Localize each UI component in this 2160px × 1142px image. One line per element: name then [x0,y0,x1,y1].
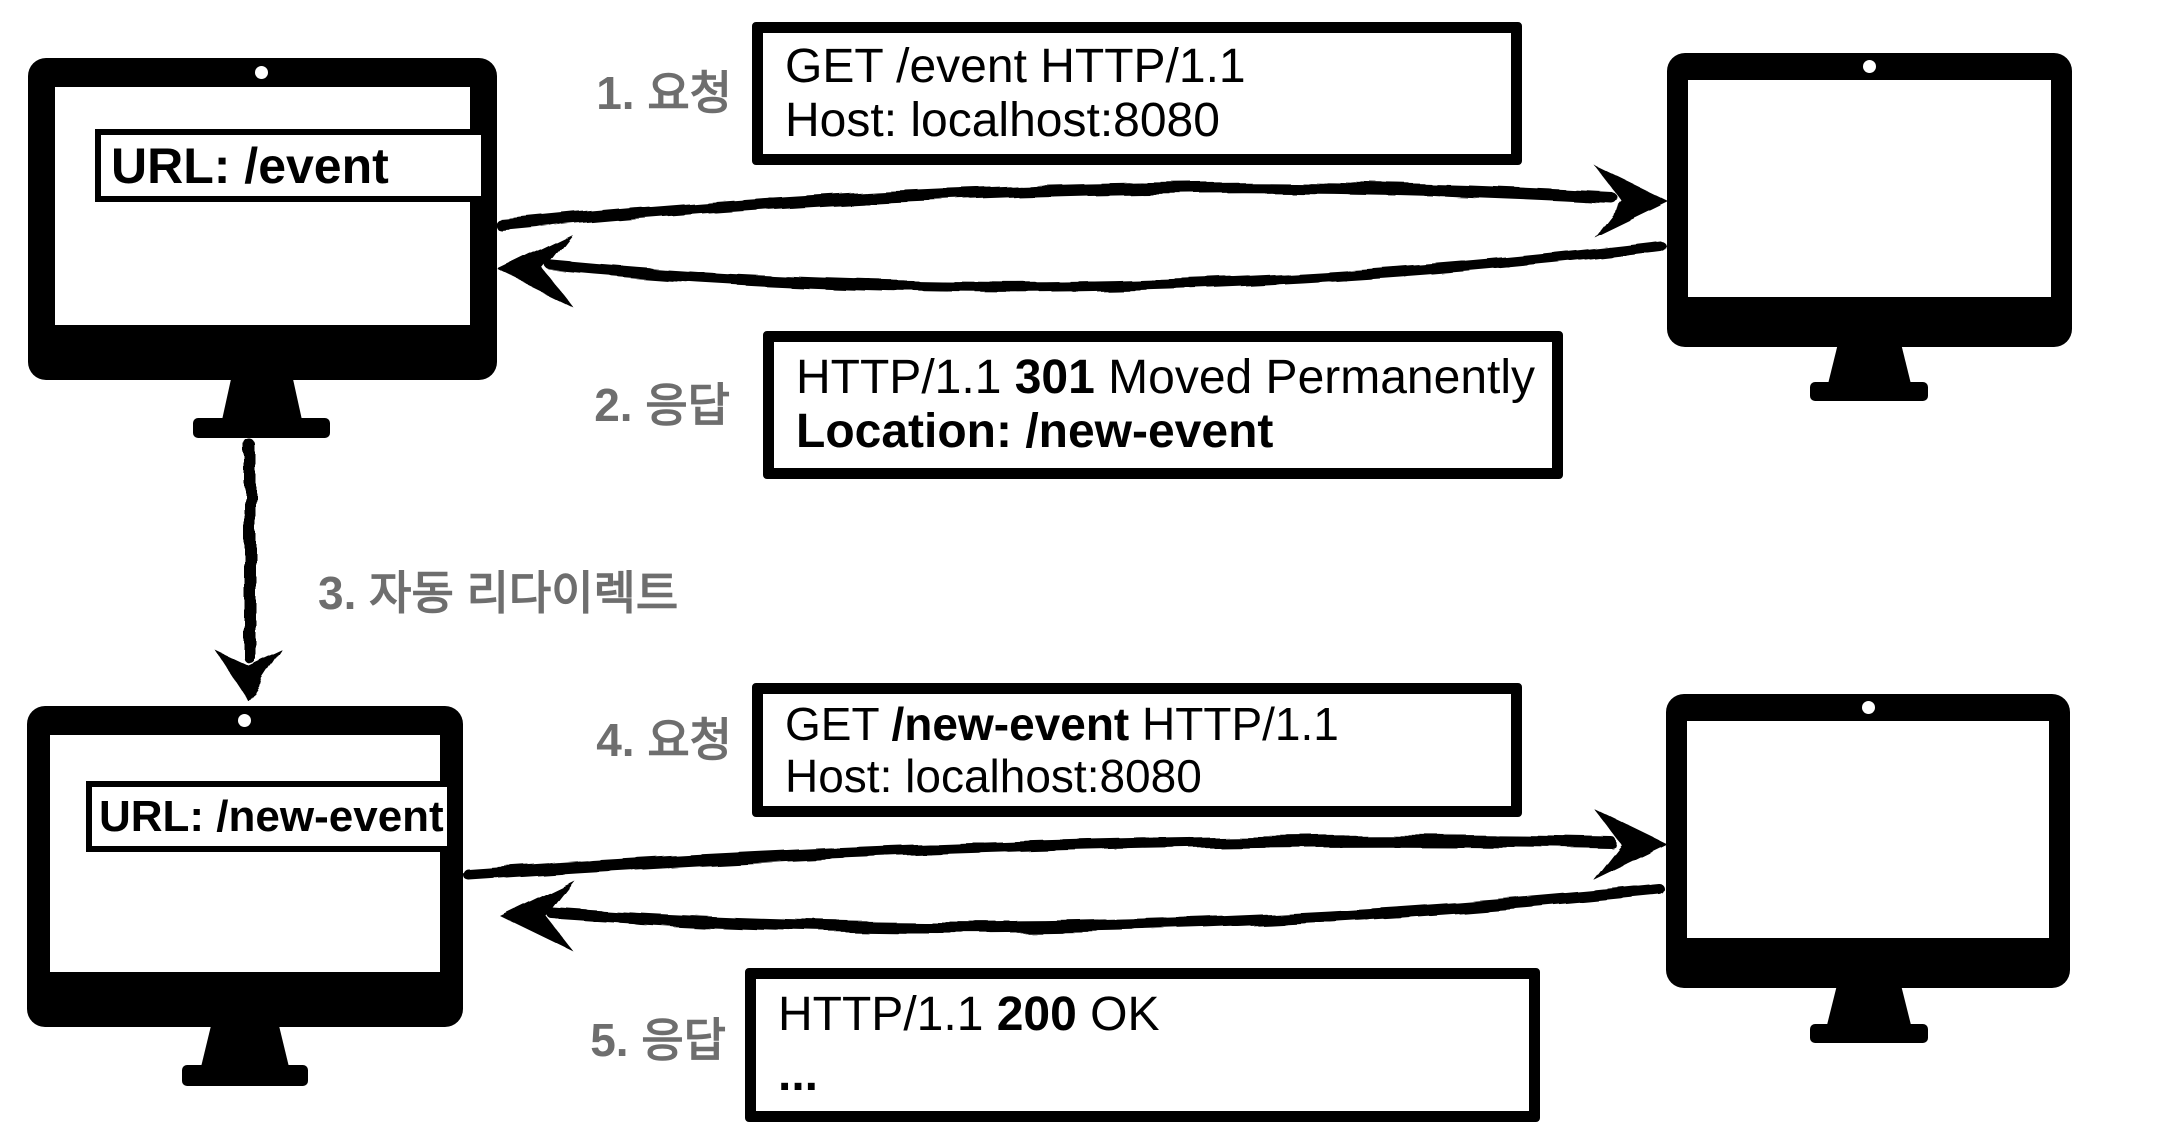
response2-line1: HTTP/1.1 200 OK [778,988,1507,1042]
message-text-strong: ... [778,1048,819,1101]
request-arrow-top-line [496,182,1618,232]
message-text: GET [785,698,892,750]
response1-line1: HTTP/1.1 301 Moved Permanently [796,351,1535,405]
monitor-stand-neck [201,1027,289,1067]
message-text: HTTP/1.1 [778,988,997,1041]
camera-dot [1863,60,1876,73]
redirect-arrow-head [215,650,283,702]
step2-response-label: 2. 응답 [594,379,730,431]
message-text-strong: 301 [1014,351,1095,404]
request1-line2: Host: localhost:8080 [785,94,1489,148]
response2-message-box: HTTP/1.1 200 OK ... [745,968,1540,1122]
monitor-stand-base [1810,1024,1928,1043]
url-bar-bottom-text: URL: /new-event [99,791,444,841]
request2-line2: Host: localhost:8080 [785,750,1489,802]
client-computer-bottom-screen: URL: /new-event [50,735,453,972]
monitor-stand-base [182,1065,308,1086]
step1-request-label: 1. 요청 [596,67,732,119]
camera-dot [1862,701,1875,714]
url-bar-top: URL: /event [95,129,487,202]
monitor-stand-base [1810,382,1928,401]
message-text: HTTP/1.1 [1129,698,1339,750]
server-computer-top [1667,53,2072,347]
monitor-stand-neck [1828,347,1911,384]
request2-line1: GET /new-event HTTP/1.1 [785,698,1489,750]
monitor-stand-base [193,418,330,438]
monitor-stand-neck [1827,988,1911,1025]
server-computer-top-screen [1688,80,2051,297]
client-computer-top: URL: /event [28,58,497,380]
request-arrow-bottom-line [462,835,1618,880]
url-bar-bottom: URL: /new-event [86,781,453,852]
message-text-strong: /new-event [891,698,1130,750]
message-text: HTTP/1.1 [796,351,1015,404]
request1-line1: GET /event HTTP/1.1 [785,40,1489,94]
client-computer-bottom: URL: /new-event [27,706,463,1027]
response-arrow-bottom-head [500,880,574,952]
request-arrow-bottom-head [1594,809,1668,881]
server-computer-bottom [1666,694,2070,988]
message-text: OK [1076,988,1160,1041]
request-arrow-top-head [1594,165,1668,237]
step4-request-label: 4. 요청 [596,714,732,766]
url-bar-top-text: URL: /event [111,137,389,194]
request2-message-box: GET /new-event HTTP/1.1 Host: localhost:… [752,683,1522,817]
response-arrow-top-line [546,240,1666,293]
step3-auto-redirect-label: 3. 자동 리다이렉트 [318,567,679,619]
response-arrow-top-head [498,234,572,306]
response-arrow-bottom-line [546,884,1666,933]
response1-message-box: HTTP/1.1 301 Moved Permanently Location:… [763,331,1563,479]
step5-response-label: 5. 응답 [590,1014,726,1066]
request1-message-box: GET /event HTTP/1.1 Host: localhost:8080 [752,22,1522,165]
message-text-strong: Location: /new-event [796,405,1274,458]
camera-dot [238,714,251,727]
message-text: Host: localhost:8080 [785,750,1202,802]
message-text-strong: 200 [996,988,1077,1041]
camera-dot [255,66,268,79]
monitor-stand-neck [222,380,302,420]
message-text: Host: localhost:8080 [785,93,1220,147]
response1-line2: Location: /new-event [796,405,1530,459]
message-text: Moved Permanently [1094,351,1536,404]
response2-line2: ... [778,1048,1507,1102]
message-text: GET /event HTTP/1.1 [785,39,1246,93]
server-computer-bottom-screen [1687,721,2049,938]
client-computer-top-screen: URL: /event [55,87,487,325]
